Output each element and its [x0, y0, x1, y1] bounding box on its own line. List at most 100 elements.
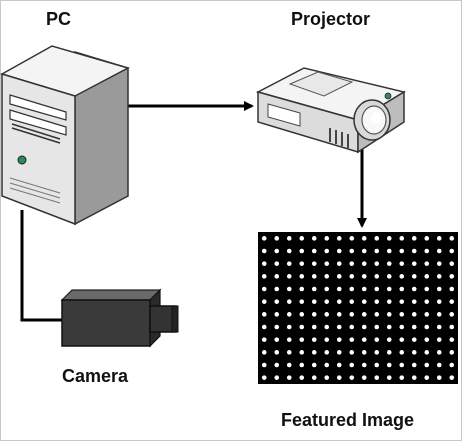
grid-dot: [374, 337, 380, 342]
grid-dot: [361, 286, 367, 292]
grid-dot: [361, 274, 367, 279]
grid-dot: [274, 236, 280, 241]
grid-dot: [436, 236, 442, 241]
grid-dot: [386, 236, 392, 241]
grid-dot: [336, 299, 342, 304]
grid-dot: [411, 248, 417, 254]
grid-dot: [436, 286, 442, 292]
grid-dot: [399, 337, 405, 342]
grid-dot: [324, 299, 330, 304]
grid-dot: [311, 261, 317, 266]
grid-dot: [399, 236, 405, 241]
grid-dot: [261, 274, 267, 279]
grid-dot: [436, 324, 442, 330]
grid-dot: [424, 337, 430, 342]
grid-dot: [336, 248, 342, 254]
grid-dot: [299, 312, 305, 317]
grid-dot: [424, 274, 430, 279]
grid-dot: [261, 286, 267, 292]
grid-dot: [261, 236, 267, 241]
grid-dot: [336, 261, 342, 266]
grid-dot: [386, 375, 392, 380]
grid-dot: [361, 236, 367, 241]
grid-dot: [374, 312, 380, 317]
grid-dot: [411, 274, 417, 279]
grid-dot: [349, 261, 355, 266]
grid-dot: [411, 350, 417, 355]
grid-dot: [361, 362, 367, 368]
grid-dot: [336, 337, 342, 342]
grid-dot: [349, 350, 355, 355]
grid-dot: [386, 362, 392, 368]
grid-dot: [274, 324, 280, 330]
grid-dot: [374, 375, 380, 380]
featured-image: [258, 232, 458, 384]
grid-dot: [374, 248, 380, 254]
grid-dot: [449, 261, 455, 266]
grid-dot: [449, 299, 455, 304]
grid-dot: [286, 274, 292, 279]
grid-dot: [349, 299, 355, 304]
grid-dot: [324, 312, 330, 317]
grid-dot: [311, 299, 317, 304]
grid-dot: [286, 248, 292, 254]
grid-dot: [436, 337, 442, 342]
grid-dot: [299, 236, 305, 241]
grid-dot: [349, 324, 355, 330]
grid-dot: [349, 337, 355, 342]
grid-dot: [274, 337, 280, 342]
grid-dot: [336, 274, 342, 279]
grid-dot: [411, 299, 417, 304]
grid-dot: [311, 324, 317, 330]
grid-dot: [311, 286, 317, 292]
grid-dot: [399, 299, 405, 304]
grid-dot: [286, 261, 292, 266]
grid-dot: [361, 324, 367, 330]
grid-dot: [324, 236, 330, 241]
grid-dot: [449, 274, 455, 279]
grid-dot: [411, 337, 417, 342]
grid-dot: [324, 362, 330, 368]
camera-label: Camera: [62, 366, 129, 386]
grid-dot: [311, 350, 317, 355]
pc-tower-icon: [0, 45, 130, 226]
grid-dot: [299, 337, 305, 342]
grid-dot: [349, 375, 355, 380]
camera-icon: [60, 288, 179, 348]
grid-dot: [436, 248, 442, 254]
grid-dot: [424, 299, 430, 304]
grid-dot: [361, 261, 367, 266]
grid-dot: [399, 350, 405, 355]
grid-dot: [261, 299, 267, 304]
grid-dot: [436, 299, 442, 304]
pc-to-camera-cable: [20, 210, 62, 322]
featured-image-label: Featured Image: [281, 410, 415, 430]
grid-dot: [436, 312, 442, 317]
grid-dot: [374, 324, 380, 330]
grid-dot: [436, 362, 442, 368]
projector-label: Projector: [291, 9, 371, 29]
grid-dot: [261, 362, 267, 368]
grid-dot: [274, 375, 280, 380]
grid-dot: [411, 236, 417, 241]
grid-dot: [286, 324, 292, 330]
grid-dot: [411, 312, 417, 317]
grid-dot: [424, 286, 430, 292]
grid-dot: [361, 350, 367, 355]
grid-dot: [424, 362, 430, 368]
grid-dot: [399, 286, 405, 292]
grid-dot: [374, 362, 380, 368]
grid-dot: [449, 362, 455, 368]
grid-dot: [274, 286, 280, 292]
grid-dot: [286, 350, 292, 355]
grid-dot: [299, 261, 305, 266]
grid-dot: [399, 324, 405, 330]
grid-dot: [349, 286, 355, 292]
grid-dot: [386, 350, 392, 355]
grid-dot: [411, 375, 417, 380]
grid-dot: [436, 375, 442, 380]
pc-label: PC: [46, 9, 72, 29]
grid-dot: [424, 236, 430, 241]
grid-dot: [336, 375, 342, 380]
